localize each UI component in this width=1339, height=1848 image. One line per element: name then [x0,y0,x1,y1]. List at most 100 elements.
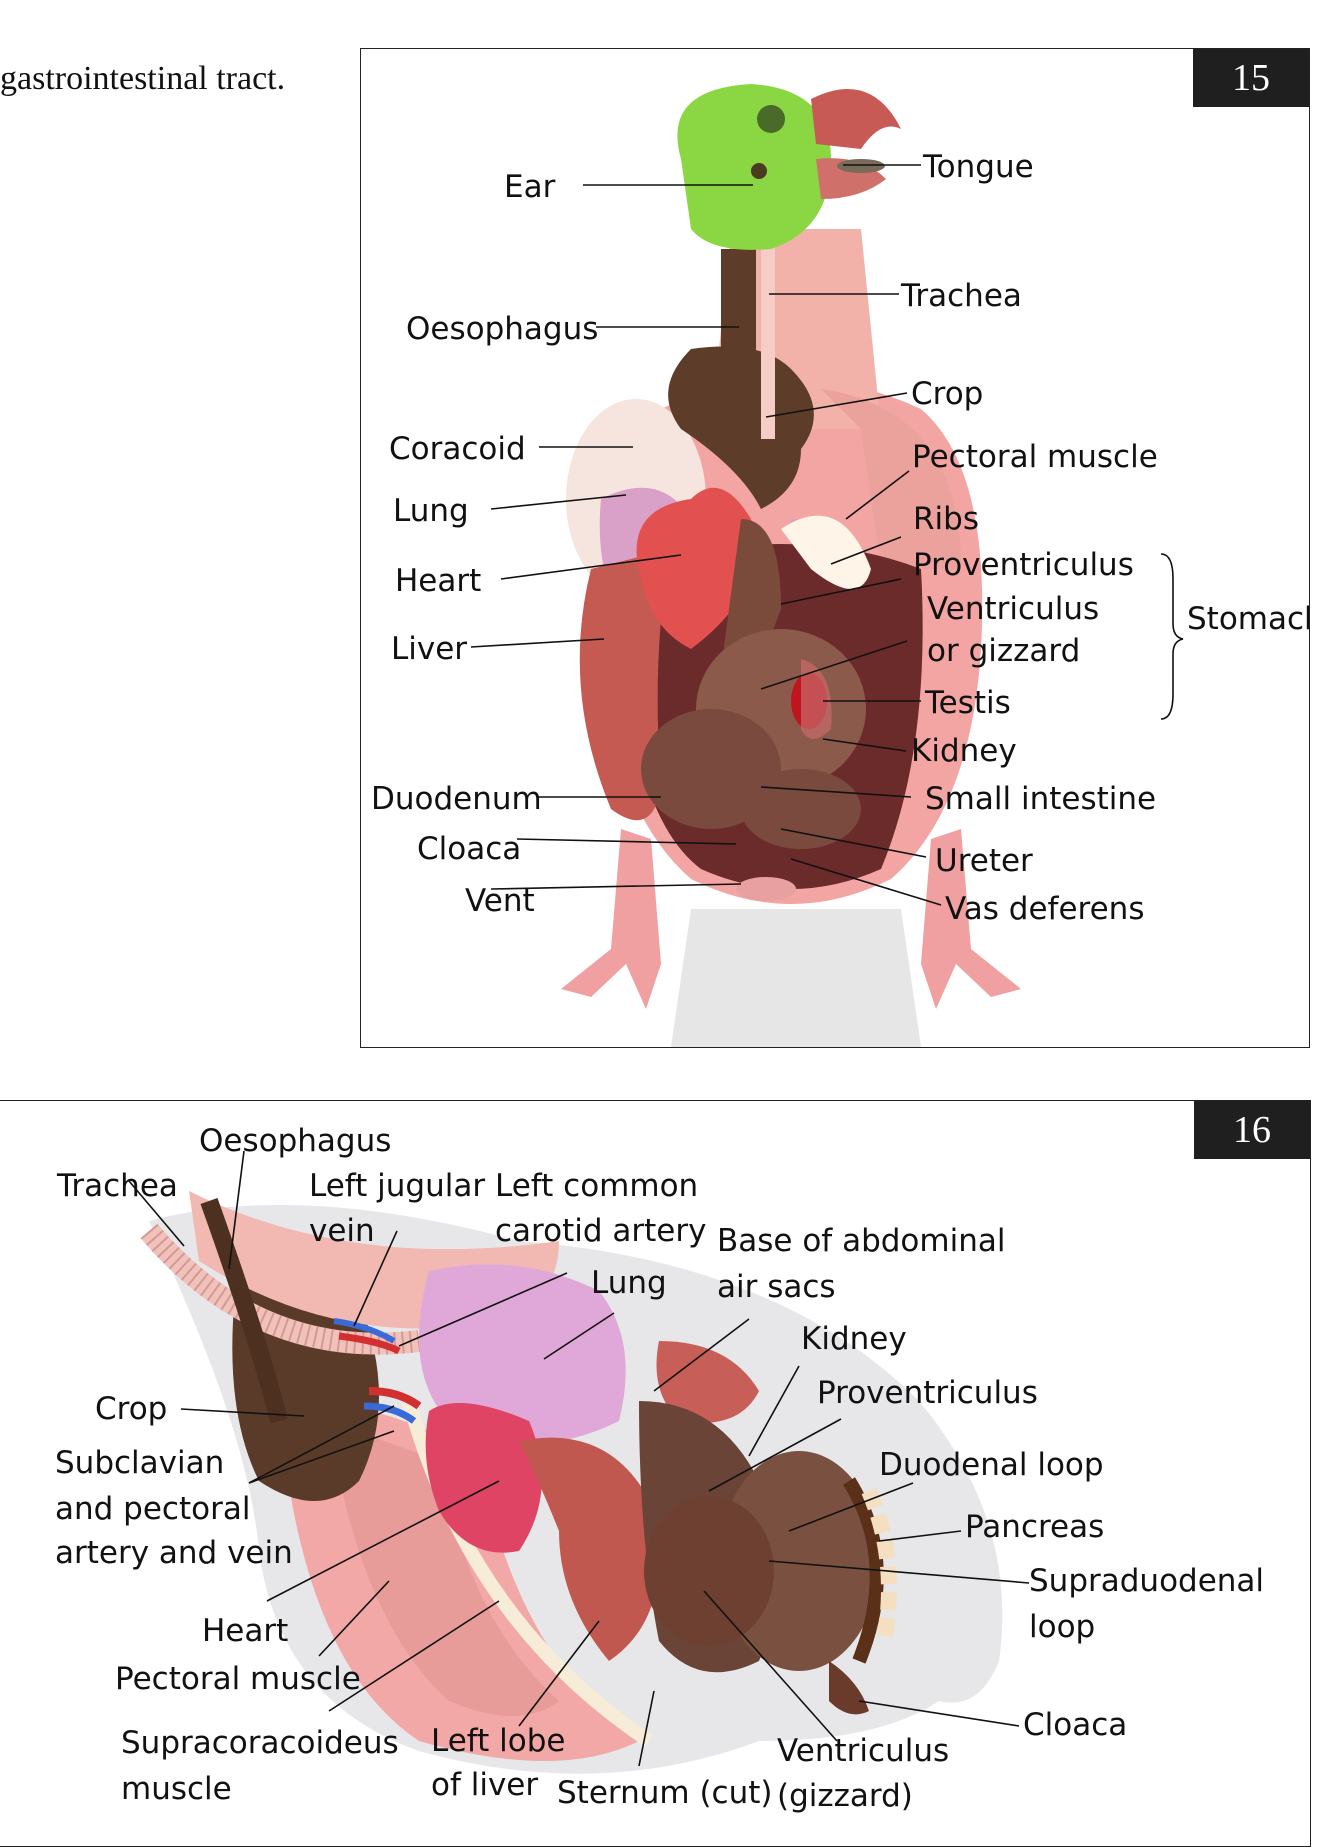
label-supracoracoideus-line1: Supracoracoideus [121,1725,399,1761]
label-sternum: Sternum (cut) [557,1775,773,1811]
subclavian-artery-illustration [368,1387,422,1410]
label-pectoral-muscle: Pectoral muscle [115,1661,361,1697]
label-proventriculus: Proventriculus [817,1375,1038,1411]
tongue-illustration [837,159,885,173]
kidney-illustration [656,1341,759,1423]
label-ventriculus-line2: (gizzard) [777,1778,913,1814]
leader-line [248,1430,395,1484]
heart-illustration [425,1403,542,1553]
leader-line [653,1318,750,1392]
leader-line [760,786,912,798]
heart-illustration [636,487,755,649]
leader-line [708,1418,842,1492]
jugular-vein-illustration [333,1318,396,1344]
figure-16-illustration: Oesophagus Trachea Left jugular vein Lef… [55,1123,1264,1814]
ear-opening-illustration [751,163,767,179]
pancreas-illustration [861,1487,897,1643]
label-ventriculus-line1: Ventriculus [777,1733,949,1769]
tail-illustration [671,909,921,1047]
leader-line [638,1690,655,1767]
leader-line [703,1590,838,1742]
label-subclavian-line2: and pectoral [55,1491,250,1527]
label-crop: Crop [911,376,983,412]
label-ribs: Ribs [913,501,979,537]
intestine-loop-illustration [741,769,861,849]
left-leg-illustration [561,829,661,1009]
oesophagus-illustration [200,1197,288,1424]
label-base-abdominal-line1: Base of abdominal [717,1223,1005,1259]
leader-line [490,883,742,890]
label-proventriculus: Proventriculus [913,547,1134,583]
cloaca-illustration [736,877,796,901]
eye-illustration [757,105,785,133]
leader-line [822,738,907,752]
cloaca-illustration [829,1661,869,1715]
leader-line [780,578,902,605]
figure-caption: gastrointestinal tract. [0,60,286,97]
label-duodenal-loop: Duodenal loop [879,1447,1104,1483]
label-left-jugular-line2: vein [309,1213,375,1249]
label-tongue: Tongue [922,149,1034,185]
stomach-brace [1160,553,1184,720]
leader-line [765,392,908,418]
subclavian-vein-illustration [363,1402,417,1424]
lung-illustration [419,1264,626,1444]
label-left-common-carotid-line1: Left common [495,1168,698,1204]
label-testis: Testis [924,685,1011,721]
leader-line [878,1530,962,1542]
leader-line [180,1408,305,1417]
label-left-lobe-liver-line2: of liver [431,1767,538,1803]
leader-line [768,1560,1030,1584]
pectoral-muscle-illustration [821,389,961,569]
crop-illustration [668,346,814,509]
label-lung: Lung [591,1265,667,1301]
leader-line [128,1180,185,1247]
leader-line [788,1482,914,1532]
label-coracoid: Coracoid [389,431,526,467]
leader-line [830,536,902,565]
leader-line [248,1405,395,1484]
ribs-illustration [781,515,871,589]
left-liver-lobe-illustration [519,1437,661,1661]
leader-line [845,470,910,520]
label-lung: Lung [393,493,469,529]
leader-line [398,1272,568,1347]
label-small-intestine: Small intestine [925,781,1156,817]
leader-line [760,640,908,690]
label-subclavian-line3: artery and vein [55,1535,293,1571]
label-stomach: Stomach [1187,601,1309,637]
leader-line [266,1480,500,1602]
label-left-lobe-liver-line1: Left lobe [431,1723,566,1759]
label-ureter: Ureter [935,843,1033,879]
label-trachea: Trachea [900,278,1022,314]
leader-line [516,838,737,845]
label-oesophagus: Oesophagus [199,1123,391,1159]
carotid-artery-illustration [338,1332,401,1355]
label-ventriculus-line1: Ventriculus [927,591,1099,627]
trachea-illustration [761,239,775,439]
oesophagus-illustration [721,249,756,359]
label-base-abdominal-line2: air sacs [717,1269,836,1305]
label-liver: Liver [391,631,467,667]
leader-line [328,1600,500,1712]
kidney-illustration [801,659,832,739]
duodenal-loop-illustration [843,1477,884,1664]
figure-15-panel: 15 [360,48,1310,1048]
leader-line [353,1230,398,1327]
leader-line [790,858,942,906]
label-supracoracoideus-line2: muscle [121,1771,232,1807]
label-supraduodenal-line1: Supraduodenal [1029,1563,1264,1599]
right-leg-illustration [921,829,1021,1009]
leader-line [228,1150,245,1270]
label-crop: Crop [95,1391,167,1427]
label-vent: Vent [465,883,535,919]
label-kidney: Kidney [801,1321,907,1357]
figure-16-panel: 16 [0,1100,1311,1847]
label-ventriculus-line2: or gizzard [927,633,1080,669]
leader-line [470,638,605,648]
leader-line [518,1620,600,1727]
label-left-jugular-line1: Left jugular [309,1168,485,1204]
leader-line [780,828,927,858]
label-supraduodenal-line2: loop [1029,1609,1095,1645]
figure-16-number: 16 [1194,1101,1310,1159]
